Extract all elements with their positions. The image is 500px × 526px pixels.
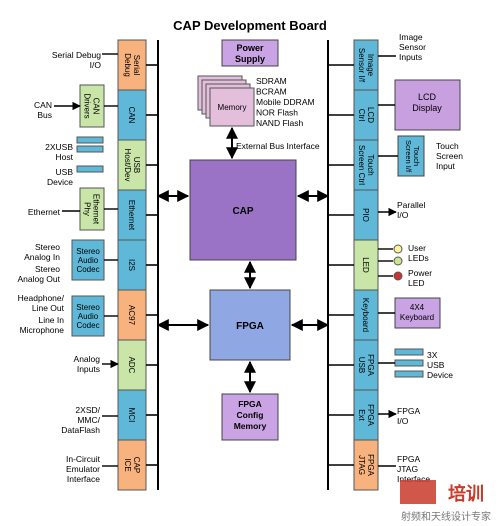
right-peripheral-label-5: Keyboard [361,298,370,332]
left-peripheral-label-8: CAPICE [123,457,141,473]
right-peripheral-label-1: LCDCtrl [357,107,375,123]
right-peripheral-label-4: LED [361,257,370,273]
power-supply-block [221,39,279,67]
right-peripheral-label-3: PIO [361,208,370,222]
led-indicator-2 [393,271,403,281]
usb-port-left-2 [76,165,104,173]
label-mci-cards: 2XSD/MMC/DataFlash [61,405,100,435]
left-peripheral-block-4 [117,239,147,291]
watermark-bottom: 射频和天线设计专家 [401,510,491,523]
right-peripheral-label-2: TouchScreen Ctrl [357,145,375,185]
right-peripheral-label-6: FPGAUSB [357,354,375,376]
stereo-codec-2-chip [71,295,105,337]
right-peripheral-label-8: FPGAJTAG [357,454,375,476]
led-indicator-0 [393,244,403,254]
label-headphone-line-out: Headphone/Line Out [18,293,65,313]
left-peripheral-block-8 [117,439,147,491]
memory-block [209,87,255,127]
right-peripheral-block-8 [353,439,379,491]
usb-port-left-1 [76,145,104,153]
left-peripheral-label-1: CAN [127,107,136,124]
left-peripheral-label-3: Ethernet [127,200,136,231]
left-peripheral-block-1 [117,89,147,141]
diagram-title: CAP Development Board [173,18,327,33]
fpga-block [209,289,291,361]
ethernet-phy-chip [79,187,105,231]
fpga-config-memory-block [221,393,279,441]
right-peripheral-label-0: ImageSensor I/f [357,48,375,83]
right-peripheral-label-7: FPGAExt [357,404,375,426]
left-peripheral-label-4: I2S [127,259,136,271]
watermark-top: 培训 [448,483,484,504]
right-peripheral-block-6 [353,339,379,391]
usb-port-right-0 [394,348,424,356]
touch-screen-if-label: TouchScreen I/f [404,140,421,173]
cap-core-label: CAP [232,206,253,217]
left-peripheral-label-2: USBHost/Dev [123,149,141,182]
right-peripheral-block-0 [353,39,379,91]
lcd-display-block [394,79,461,131]
right-peripheral-block-1 [353,89,379,141]
keyboard-4x4-block [394,297,441,329]
left-peripheral-label-7: MCI [127,408,136,423]
watermark-logo: 培训 射频和天线设计专家 [400,480,491,523]
external-bus-label: External Bus Interface [236,141,320,151]
usb-port-right-2 [394,370,424,378]
memory-label: Memory [218,103,247,112]
left-peripheral-label-6: ADC [127,357,136,374]
can-drivers-chip-label: CANDrivers [83,93,101,118]
fpga-label: FPGA [236,321,264,332]
left-peripheral-label-5: AC97 [127,305,136,326]
left-peripheral-label-0: SerialDebug [123,53,141,77]
cap-core-block [189,159,297,261]
touch-screen-if-chip [397,135,425,177]
label-ethernet: Ethernet [28,207,61,217]
ethernet-phy-chip-label: EthernetPhy [83,194,101,225]
led-indicator-1 [393,256,403,266]
left-peripheral-block-3 [117,189,147,241]
right-peripheral-block-2 [353,139,379,191]
left-peripheral-block-5 [117,289,147,341]
usb-port-right-1 [394,359,424,367]
usb-port-left-0 [76,136,104,144]
